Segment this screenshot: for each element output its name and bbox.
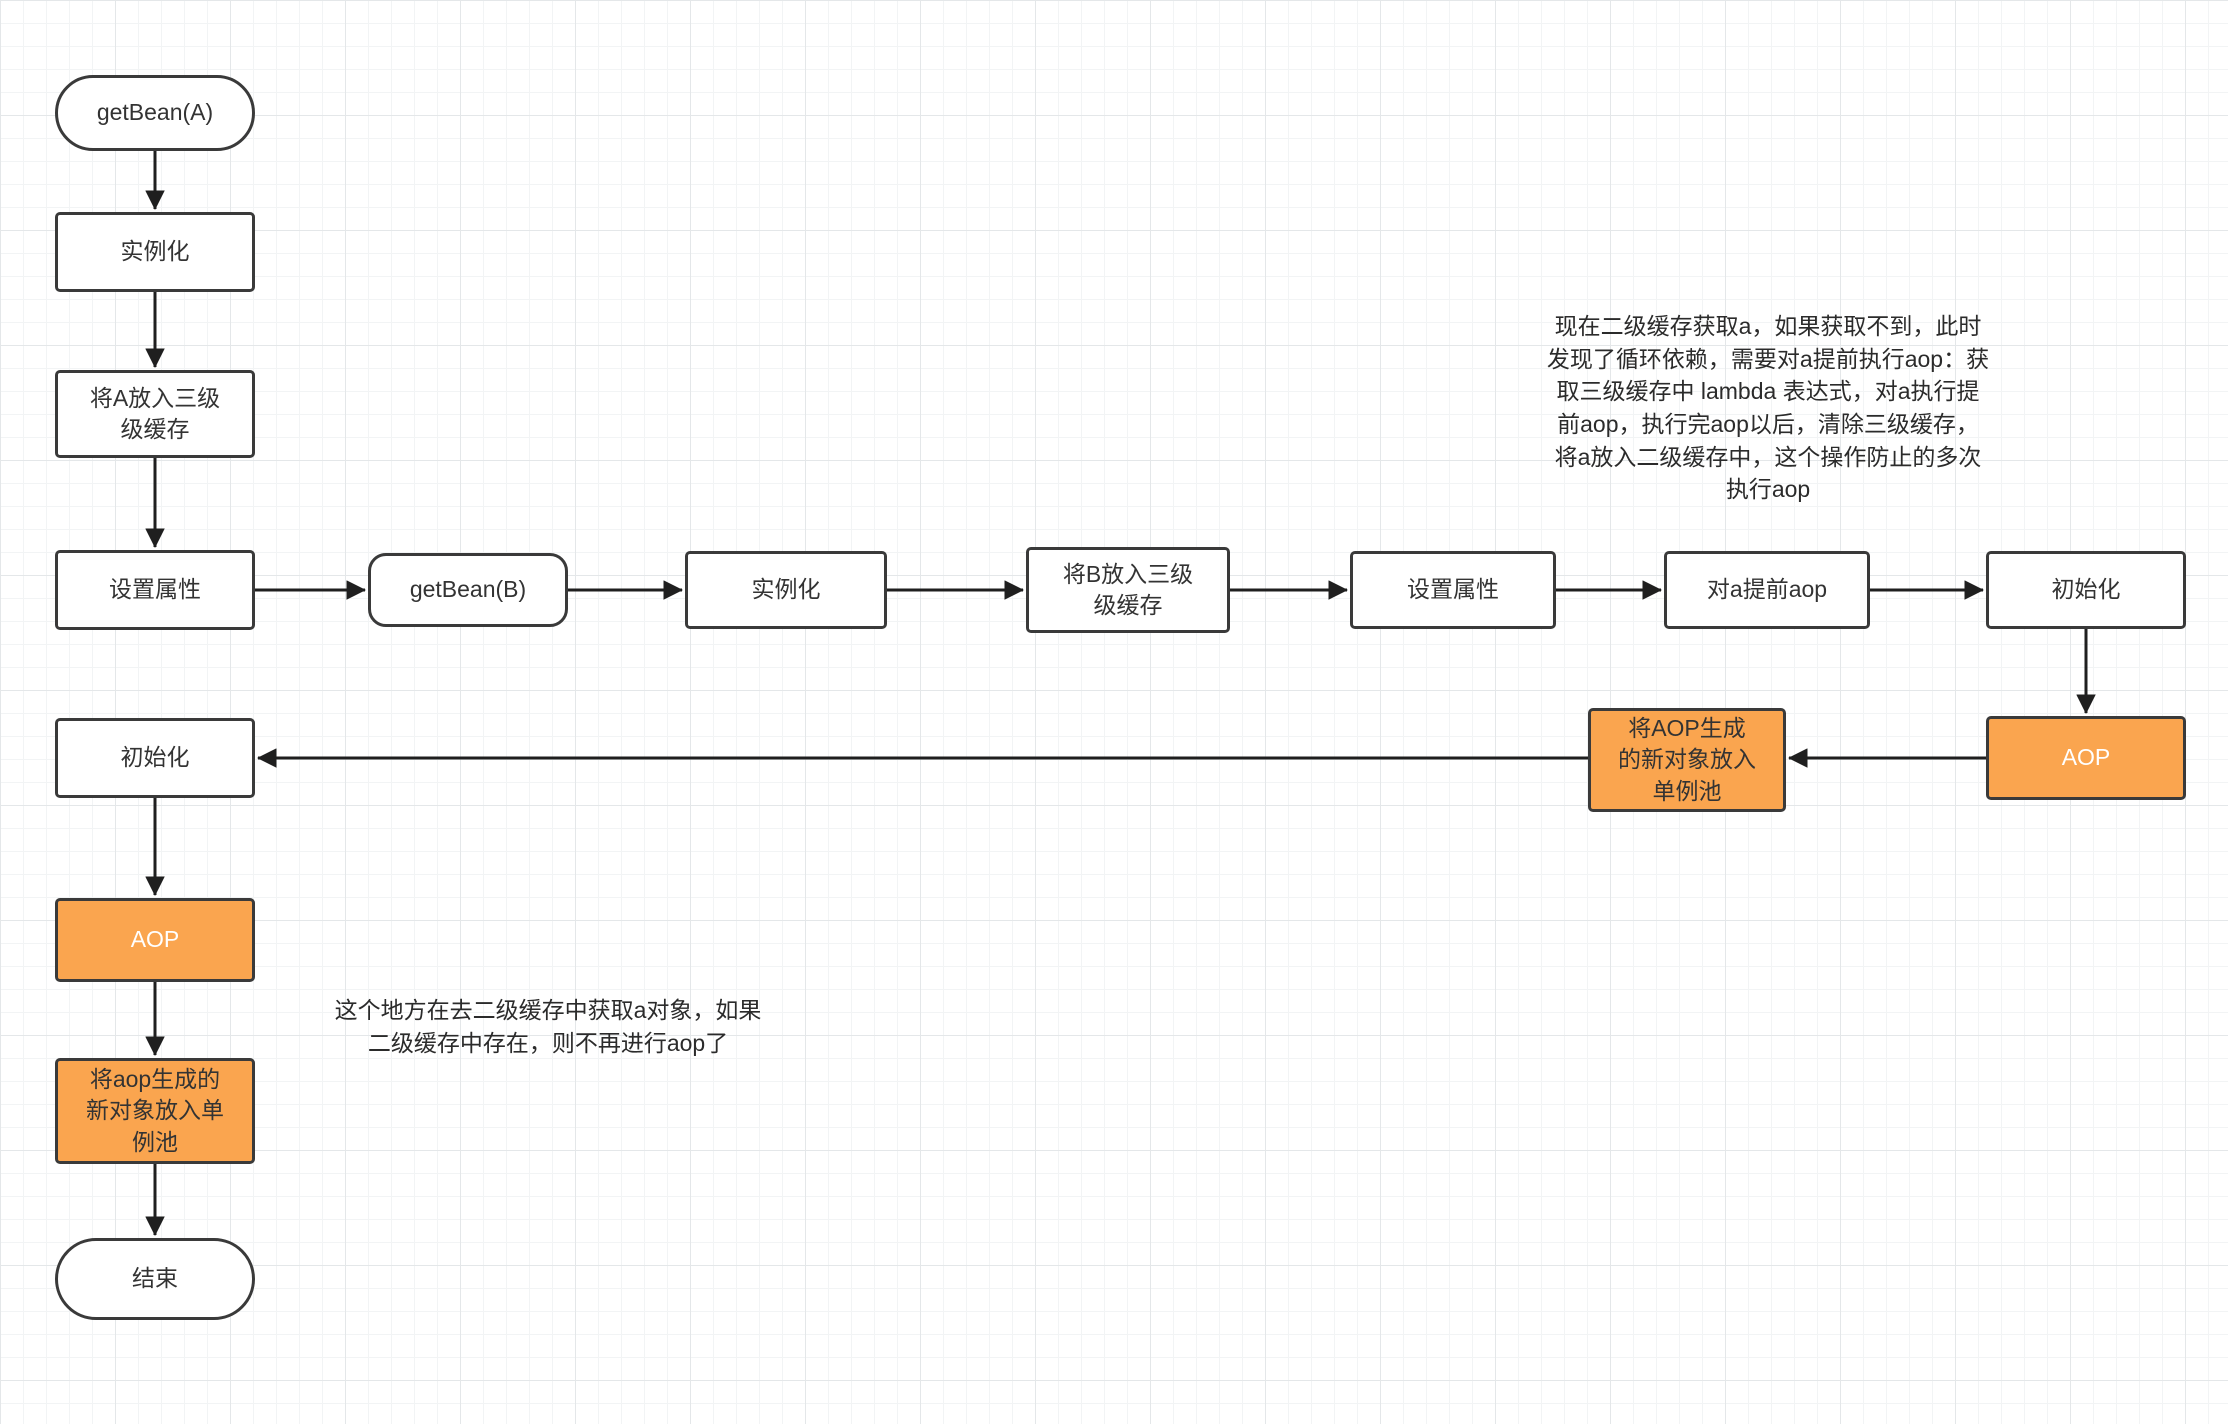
node-initialize-right[interactable]: 初始化 <box>1986 551 2186 629</box>
node-get-bean-a[interactable]: getBean(A) <box>55 75 255 151</box>
node-aop-left[interactable]: AOP <box>55 898 255 982</box>
node-put-a-third-level-cache[interactable]: 将A放入三级 级缓存 <box>55 370 255 458</box>
annotation-early-aop-explanation[interactable]: 现在二级缓存获取a，如果获取不到，此时 发现了循环依赖，需要对a提前执行aop：… <box>1546 313 1990 503</box>
node-put-aop-object-singleton-pool-left[interactable]: 将aop生成的 新对象放入单 例池 <box>55 1058 255 1164</box>
node-put-b-third-level-cache[interactable]: 将B放入三级 级缓存 <box>1026 547 1230 633</box>
node-early-aop-for-a[interactable]: 对a提前aop <box>1664 551 1870 629</box>
node-set-properties-a[interactable]: 设置属性 <box>55 550 255 630</box>
annotation-second-level-cache-note[interactable]: 这个地方在去二级缓存中获取a对象，如果 二级缓存中存在，则不再进行aop了 <box>334 997 762 1056</box>
node-aop-right[interactable]: AOP <box>1986 716 2186 800</box>
node-initialize-left[interactable]: 初始化 <box>55 718 255 798</box>
node-put-aop-object-singleton-pool-right[interactable]: 将AOP生成 的新对象放入 单例池 <box>1588 708 1786 812</box>
node-set-properties-b[interactable]: 设置属性 <box>1350 551 1556 629</box>
node-instantiate-a[interactable]: 实例化 <box>55 212 255 292</box>
node-get-bean-b[interactable]: getBean(B) <box>368 553 568 627</box>
node-end[interactable]: 结束 <box>55 1238 255 1320</box>
node-instantiate-b[interactable]: 实例化 <box>685 551 887 629</box>
